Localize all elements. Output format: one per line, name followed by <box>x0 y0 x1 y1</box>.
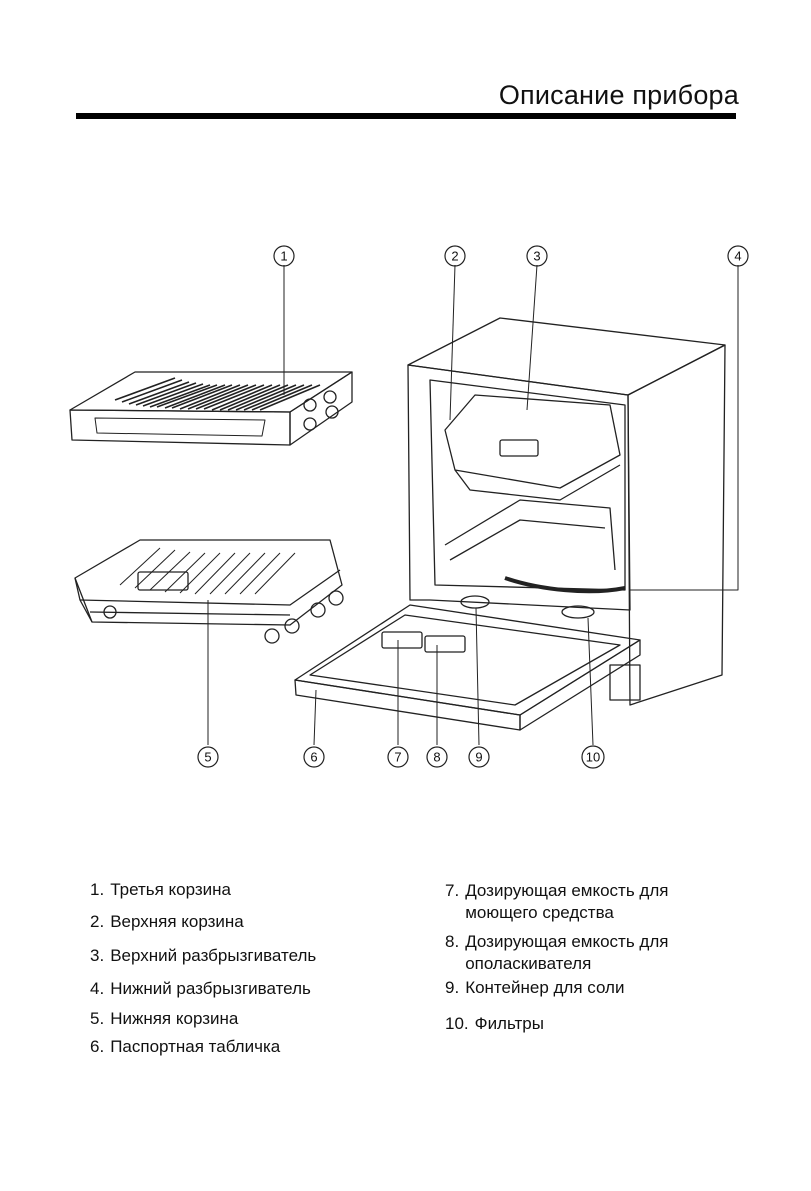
appliance-diagram: 1 2 3 4 5 6 7 8 9 10 <box>0 0 811 800</box>
dishwasher-body-drawing <box>295 318 725 730</box>
legend-num: 9. <box>445 977 459 999</box>
callout-7: 7 <box>394 750 401 765</box>
legend-item-1: 1. Третья корзина <box>90 879 231 901</box>
legend-item-5: 5. Нижняя корзина <box>90 1008 238 1030</box>
legend-text-line: ополаскивателя <box>465 954 591 973</box>
third-basket-drawing <box>70 372 352 445</box>
callout-5: 5 <box>204 750 211 765</box>
legend-num: 2. <box>90 911 104 933</box>
callout-4: 4 <box>734 249 741 264</box>
legend-text: Нижняя корзина <box>110 1008 238 1030</box>
legend-num: 10. <box>445 1013 469 1035</box>
legend-item-9: 9. Контейнер для соли <box>445 977 624 999</box>
legend-text: Паспортная табличка <box>110 1036 280 1058</box>
legend-item-7: 7. Дозирующая емкость для моющего средства <box>445 880 668 924</box>
callout-1: 1 <box>280 249 287 264</box>
legend-num: 6. <box>90 1036 104 1058</box>
legend-text: Верхняя корзина <box>110 911 244 933</box>
callout-circles <box>198 246 748 768</box>
callout-3: 3 <box>533 249 540 264</box>
legend-num: 7. <box>445 880 459 902</box>
callout-2: 2 <box>451 249 458 264</box>
legend-item-8: 8. Дозирующая емкость для ополаскивателя <box>445 931 668 975</box>
legend-text-line: моющего средства <box>465 903 614 922</box>
legend-item-4: 4. Нижний разбрызгиватель <box>90 978 311 1000</box>
legend-text: Контейнер для соли <box>465 977 624 999</box>
legend-num: 1. <box>90 879 104 901</box>
callout-6: 6 <box>310 750 317 765</box>
legend-text-line: Дозирующая емкость для <box>465 932 668 951</box>
callout-10: 10 <box>586 750 600 765</box>
legend-text: Нижний разбрызгиватель <box>110 978 311 1000</box>
legend-num: 4. <box>90 978 104 1000</box>
legend-text: Фильтры <box>475 1013 544 1035</box>
legend-num: 5. <box>90 1008 104 1030</box>
legend-text: Третья корзина <box>110 879 231 901</box>
lower-basket-drawing <box>75 540 343 643</box>
diagram-svg: 1 2 3 4 5 6 7 8 9 10 <box>0 0 811 800</box>
legend-item-3: 3. Верхний разбрызгиватель <box>90 945 316 967</box>
legend-num: 3. <box>90 945 104 967</box>
callout-8: 8 <box>433 750 440 765</box>
legend-num: 8. <box>445 931 459 953</box>
legend-text-line: Дозирующая емкость для <box>465 881 668 900</box>
legend-item-6: 6. Паспортная табличка <box>90 1036 280 1058</box>
legend-item-2: 2. Верхняя корзина <box>90 911 244 933</box>
legend-text: Верхний разбрызгиватель <box>110 945 316 967</box>
legend-item-10: 10. Фильтры <box>445 1013 544 1035</box>
callout-9: 9 <box>475 750 482 765</box>
